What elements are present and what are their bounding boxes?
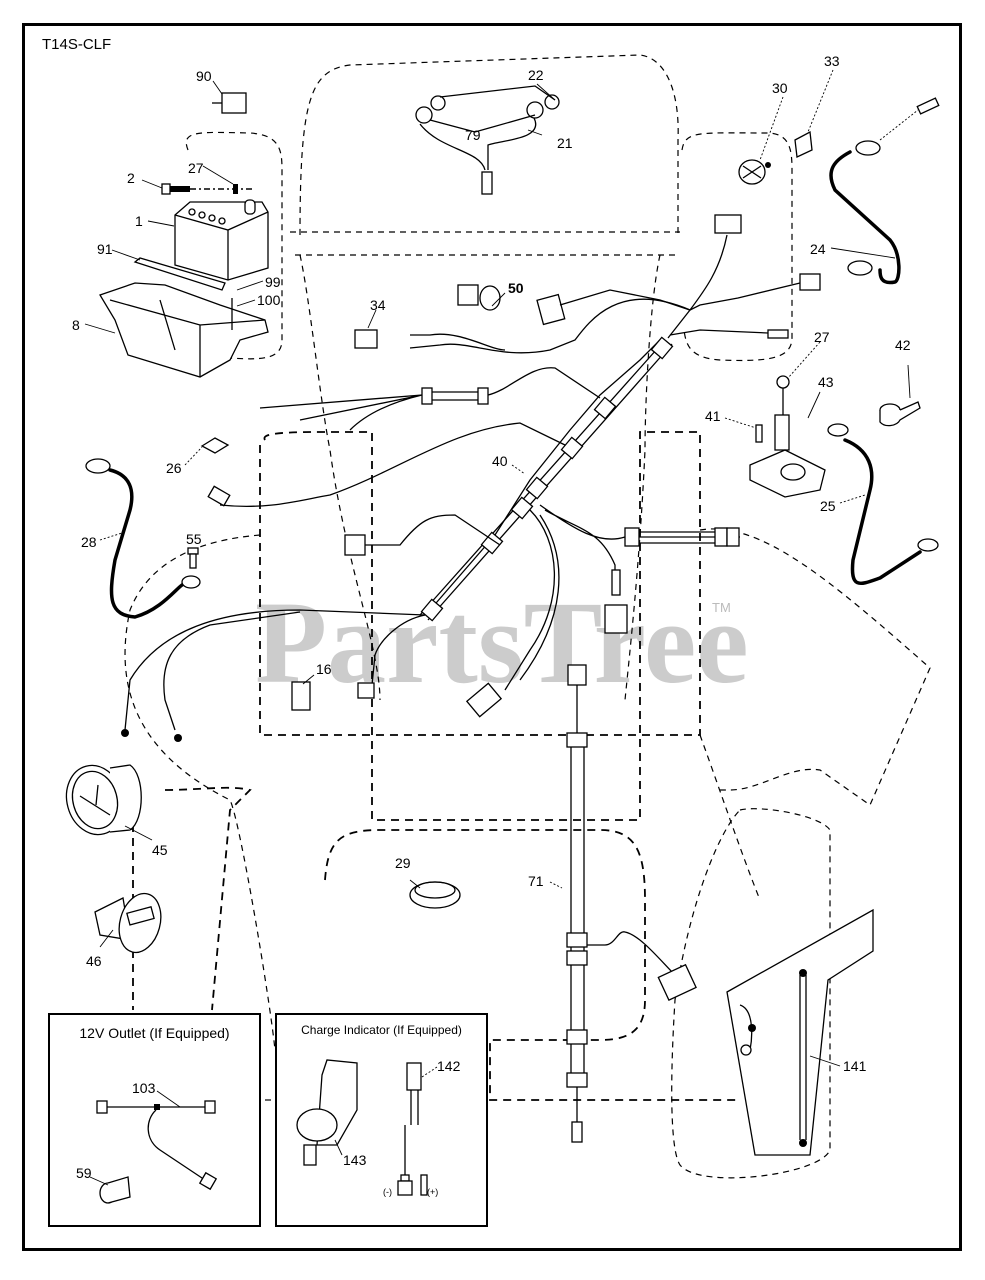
label-100: 100 (257, 292, 281, 308)
diagram-frame (22, 23, 962, 1251)
cable-25-icon (827, 423, 939, 586)
label-8: 8 (72, 317, 80, 333)
label-141: 141 (843, 1058, 867, 1074)
inset-charge-indicator: Charge Indicator (If Equipped) 143 142 (… (275, 1013, 488, 1227)
terminal-plus: (+) (427, 1187, 438, 1197)
label-42: 42 (895, 337, 911, 353)
solenoid-icon (749, 375, 826, 498)
inset-12v-outlet: 12V Outlet (If Equipped) 103 59 (48, 1013, 261, 1227)
part-34-icon (354, 329, 378, 349)
label-79: 79 (465, 127, 481, 143)
inset-12v-outlet-title: 12V Outlet (If Equipped) (79, 1025, 230, 1041)
watermark: PartsTree (255, 577, 749, 708)
label-27-top: 27 (188, 160, 204, 176)
watermark-tm: TM (712, 600, 731, 615)
label-1: 1 (135, 213, 143, 229)
label-29: 29 (395, 855, 411, 871)
part-29-icon (409, 881, 461, 909)
part-42-icon (879, 401, 921, 427)
part-26-icon (200, 437, 230, 454)
model-code: T14S-CLF (42, 36, 112, 53)
part-16-icon (291, 681, 311, 711)
charge-drawing: 143 142 (-) (+) (296, 1058, 461, 1197)
label-142: 142 (437, 1058, 461, 1074)
part-labels: 90 2 27 1 91 99 100 8 22 79 21 30 33 24 … (72, 53, 911, 1074)
battery-icon (174, 199, 269, 281)
label-71: 71 (528, 873, 544, 889)
label-41: 41 (705, 408, 721, 424)
label-143: 143 (343, 1152, 367, 1168)
harness-40 (121, 336, 740, 742)
terminal-minus: (-) (383, 1187, 392, 1197)
part-33-icon (794, 130, 813, 158)
part-90-icon (212, 92, 247, 114)
cable-24-icon (829, 97, 940, 285)
label-25: 25 (820, 498, 836, 514)
part-141-icon (726, 908, 874, 1156)
part-50-icon (457, 284, 501, 311)
label-30: 30 (772, 80, 788, 96)
label-43: 43 (818, 374, 834, 390)
harness-71 (566, 664, 697, 1143)
label-103: 103 (132, 1080, 156, 1096)
label-26: 26 (166, 460, 182, 476)
label-2: 2 (127, 170, 135, 186)
label-16: 16 (316, 661, 332, 677)
label-45: 45 (152, 842, 168, 858)
label-22: 22 (528, 67, 544, 83)
label-91: 91 (97, 241, 113, 257)
screw-55-icon (187, 547, 199, 569)
leader-lines (84, 69, 911, 1067)
ignition-switch-icon (738, 159, 771, 185)
label-21: 21 (557, 135, 573, 151)
label-59: 59 (76, 1165, 92, 1181)
label-90: 90 (196, 68, 212, 84)
label-40: 40 (492, 453, 508, 469)
battery-box-icon (99, 282, 269, 378)
body-outline (124, 54, 931, 1179)
label-55: 55 (186, 531, 202, 547)
gauge-45-icon (65, 764, 142, 836)
label-46: 46 (86, 953, 102, 969)
label-28: 28 (81, 534, 97, 550)
label-34: 34 (370, 297, 386, 313)
harness-connectors-top (409, 214, 821, 354)
cable-28-icon (85, 458, 201, 619)
label-33: 33 (824, 53, 840, 69)
hour-meter-46-icon (94, 892, 162, 954)
label-99: 99 (265, 274, 281, 290)
outlet-drawing: 103 59 (76, 1080, 218, 1204)
bolt-2-icon (161, 183, 255, 195)
label-50: 50 (508, 280, 524, 296)
inset-charge-indicator-title: Charge Indicator (If Equipped) (301, 1023, 462, 1037)
label-24: 24 (810, 241, 826, 257)
label-27-right: 27 (814, 329, 830, 345)
headlights-icon (415, 85, 560, 195)
